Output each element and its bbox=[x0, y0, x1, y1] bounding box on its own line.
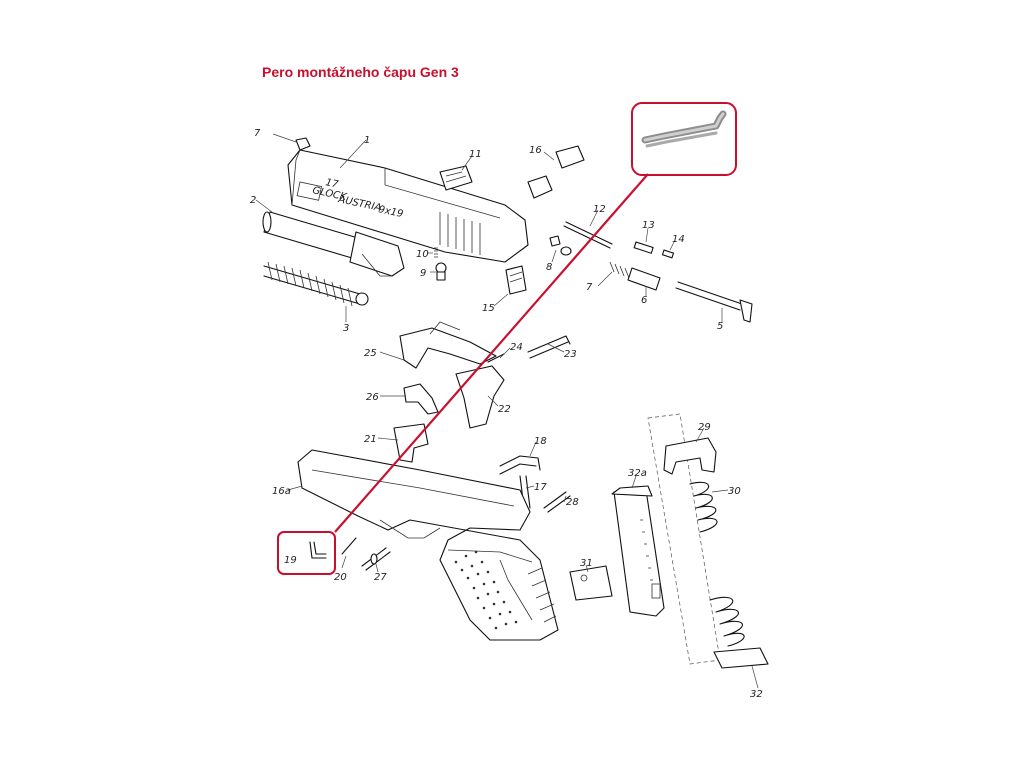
label-19: 18 bbox=[534, 436, 547, 447]
part-28 bbox=[361, 547, 391, 571]
highlight-callout bbox=[277, 102, 737, 575]
label-23: 22 bbox=[498, 404, 511, 415]
part-barrel bbox=[262, 211, 405, 277]
label-21: 20 bbox=[334, 572, 347, 583]
part-8 bbox=[549, 235, 572, 256]
part-24 bbox=[527, 335, 571, 359]
label-33: 32a bbox=[628, 468, 647, 479]
part-12 bbox=[563, 221, 613, 249]
part-10 bbox=[434, 247, 438, 258]
label-32: 31 bbox=[580, 558, 593, 569]
highlight-connector-line bbox=[334, 173, 649, 533]
part-7 bbox=[609, 261, 630, 279]
label-28: 27 bbox=[374, 572, 387, 583]
part-20-spring bbox=[309, 541, 327, 559]
label-30: 29 bbox=[698, 422, 711, 433]
label-26: 25 bbox=[364, 348, 377, 359]
part-32a bbox=[713, 647, 769, 669]
part-22 bbox=[393, 423, 429, 463]
part-14 bbox=[661, 249, 675, 259]
slide-caliber-marking: 9x19 bbox=[377, 204, 404, 220]
label-15: 15 bbox=[482, 303, 495, 314]
part-6 bbox=[627, 267, 661, 291]
label-1: 1 bbox=[364, 135, 370, 146]
part-29 bbox=[543, 491, 571, 513]
label-8: 8 bbox=[546, 262, 552, 273]
leader-lines bbox=[255, 133, 759, 689]
part-9 bbox=[435, 262, 447, 281]
part-31 bbox=[689, 481, 745, 647]
label-3: 3 bbox=[343, 323, 349, 334]
label-20: 19 bbox=[284, 555, 297, 566]
label-11: 11 bbox=[469, 149, 482, 160]
label-29: 28 bbox=[566, 497, 579, 508]
grip-texture bbox=[454, 550, 518, 630]
part-21 bbox=[341, 537, 357, 555]
label-16: 16 bbox=[529, 145, 542, 156]
label-14: 14 bbox=[672, 234, 685, 245]
label-24: 23 bbox=[564, 349, 577, 360]
label-5: 5 bbox=[717, 321, 723, 332]
part-30 bbox=[663, 437, 717, 475]
label-16a: 7 bbox=[254, 128, 261, 139]
part-16 bbox=[527, 145, 585, 199]
part-5 bbox=[675, 281, 753, 323]
label-13: 13 bbox=[642, 220, 655, 231]
label-31: 30 bbox=[728, 486, 741, 497]
part-27 bbox=[403, 383, 439, 415]
part-11 bbox=[439, 165, 473, 191]
label-22: 21 bbox=[364, 434, 377, 445]
label-27: 26 bbox=[366, 392, 379, 403]
zoomed-spring-photo bbox=[641, 110, 727, 148]
label-18: 17 bbox=[534, 482, 547, 493]
part-rear-sight-16a bbox=[295, 137, 311, 151]
highlight-box-zoom bbox=[631, 102, 737, 176]
part-13 bbox=[633, 241, 654, 254]
part-magazine-tube bbox=[611, 485, 665, 617]
slide-model-marking: 17 bbox=[324, 177, 339, 191]
label-9: 9 bbox=[420, 268, 426, 279]
part-26 bbox=[399, 321, 497, 369]
label-32a: 32 bbox=[750, 689, 763, 700]
label-10: 10 bbox=[416, 249, 429, 260]
label-7: 7 bbox=[586, 282, 593, 293]
part-19 bbox=[499, 455, 541, 475]
label-25: 24 bbox=[510, 342, 523, 353]
part-15 bbox=[505, 265, 527, 295]
label-6: 6 bbox=[641, 295, 647, 306]
label-12: 12 bbox=[593, 204, 606, 215]
part-labels: 7 1 2 11 16 12 13 14 10 9 8 15 7 6 5 3 2… bbox=[250, 128, 763, 700]
label-17: 16a bbox=[272, 486, 291, 497]
part-frame bbox=[297, 449, 559, 641]
part-32 bbox=[569, 565, 613, 601]
part-23 bbox=[455, 365, 505, 429]
part-25 bbox=[487, 353, 505, 363]
part-recoil-spring bbox=[263, 261, 369, 307]
highlight-box-part-20 bbox=[277, 531, 336, 575]
part-slide: GLOCK 17 AUSTRIA 9x19 bbox=[287, 149, 529, 263]
page-title: Pero montážneho čapu Gen 3 bbox=[262, 64, 459, 80]
label-2: 2 bbox=[250, 195, 256, 206]
